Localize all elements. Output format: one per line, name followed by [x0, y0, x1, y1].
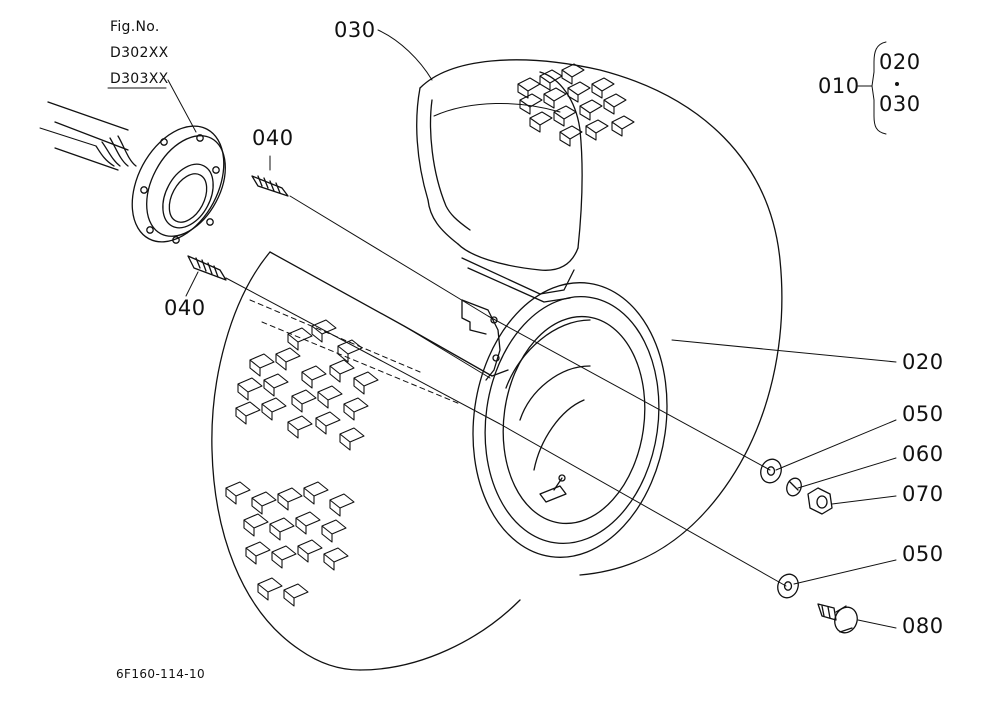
- callout-tire: 030: [334, 18, 376, 42]
- callout-rim: 020: [902, 350, 944, 374]
- callout-assembly-range-start: 020: [879, 50, 921, 74]
- figure-ref-code-2: D303XX: [110, 71, 169, 87]
- tire-shape: [212, 60, 782, 670]
- drawing-code: 6F160-114-10: [116, 667, 206, 681]
- leader-lines: [108, 30, 896, 628]
- rim-shape: [456, 270, 685, 570]
- figure-ref-heading: Fig.No.: [110, 19, 160, 35]
- nut-shape: [808, 488, 832, 514]
- callout-stud-lower: 040: [164, 296, 206, 320]
- callout-stud-upper: 040: [252, 126, 294, 150]
- callout-bolt: 080: [902, 614, 944, 638]
- callout-lock-washer: 060: [902, 442, 944, 466]
- axle-hub: [40, 102, 242, 258]
- figure-ref-code-1: D302XX: [110, 45, 169, 61]
- stud-upper-shape: [252, 176, 288, 196]
- assembly-range-dot: [895, 82, 899, 86]
- bolt-shape: [818, 604, 861, 636]
- callout-nut: 070: [902, 482, 944, 506]
- washer-lower-shape: [774, 571, 801, 600]
- callout-assembly-range-end: 030: [879, 92, 921, 116]
- callout-washer-lower: 050: [902, 542, 944, 566]
- washer-upper-shape: [757, 456, 784, 485]
- callout-assembly: 010: [818, 74, 860, 98]
- stud-lower-shape: [188, 256, 226, 280]
- lock-washer-shape: [784, 476, 803, 498]
- callout-washer-upper: 050: [902, 402, 944, 426]
- assembly-axis-lines: [226, 196, 786, 586]
